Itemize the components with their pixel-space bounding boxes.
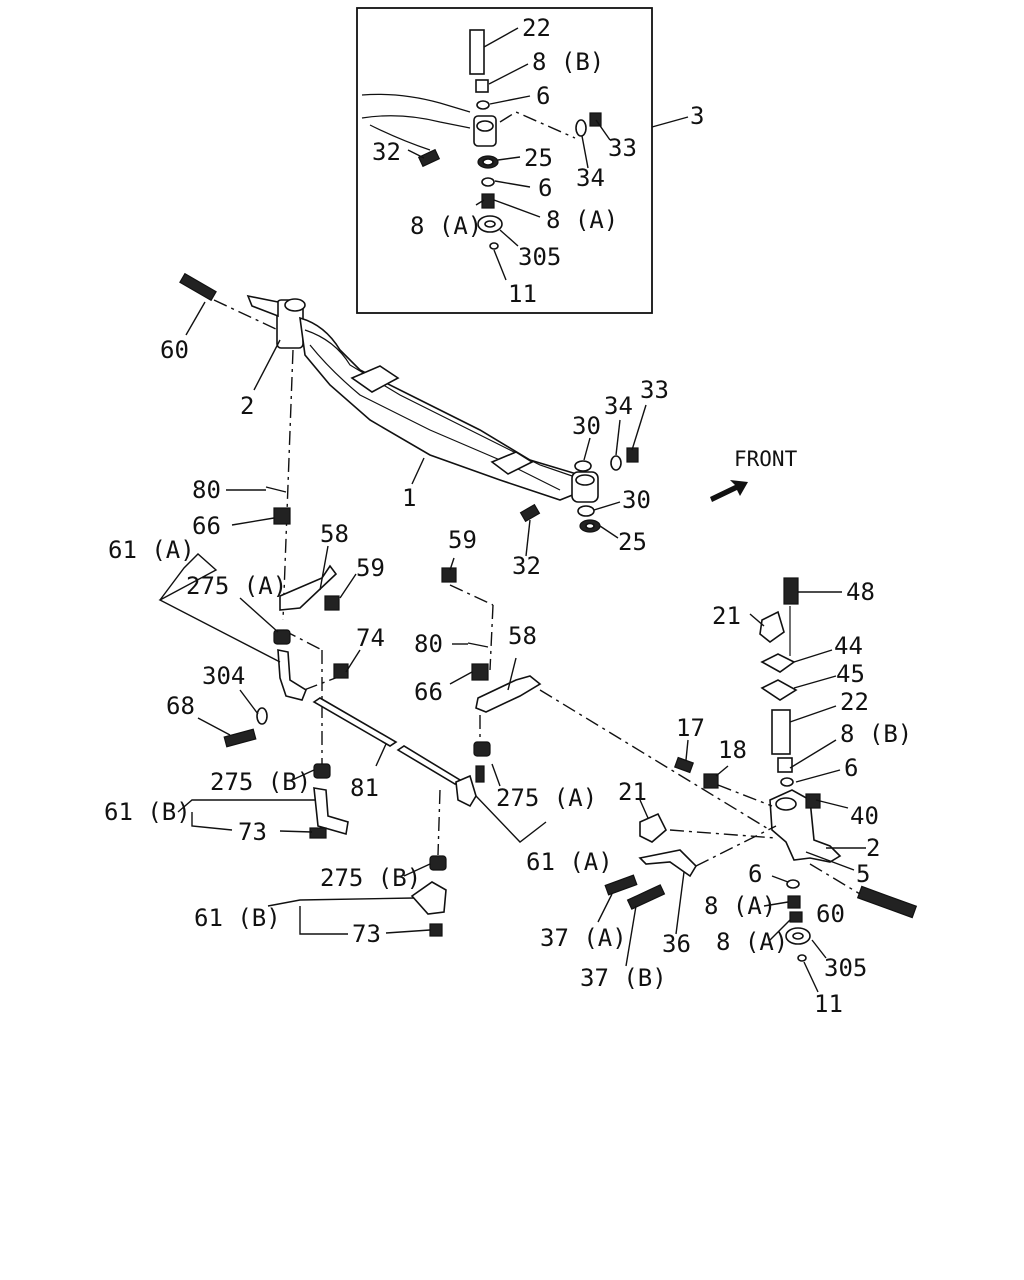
label-304: 304 [202,662,245,690]
callout-labels: 22 8 (B) 6 32 25 34 33 6 8 (A) 8 (A) 305… [104,14,912,1018]
label-275a-left: 275 (A) [186,572,287,600]
label-66-left: 66 [192,512,221,540]
label-37b: 37 (B) [580,964,667,992]
label-17: 17 [676,714,705,742]
label-61b-mid: 61 (B) [194,904,281,932]
label-36: 36 [662,930,691,958]
label-305-inset: 305 [518,243,561,271]
label-34: 34 [604,392,633,420]
label-32-inset: 32 [372,138,401,166]
label-8a-right-b: 8 (A) [716,928,788,956]
label-61b-left: 61 (B) [104,798,191,826]
label-60-right: 60 [816,900,845,928]
label-30-top: 30 [572,412,601,440]
label-6-inset-b: 6 [538,174,552,202]
label-8b-inset: 8 (B) [532,48,604,76]
label-11-inset: 11 [508,280,537,308]
label-33: 33 [640,376,669,404]
label-2-right: 2 [866,834,880,862]
label-8b: 8 (B) [840,720,912,748]
label-6-right-a: 6 [844,754,858,782]
label-25-inset: 25 [524,144,553,172]
label-6-right-b: 6 [748,860,762,888]
label-32: 32 [512,552,541,580]
label-21-low: 21 [618,778,647,806]
label-45: 45 [836,660,865,688]
label-8a-inset-left: 8 (A) [410,212,482,240]
label-80-left: 80 [192,476,221,504]
front-arrow-icon [710,480,748,502]
label-22-inset: 22 [522,14,551,42]
label-48: 48 [846,578,875,606]
label-60-top: 60 [160,336,189,364]
label-3-inset: 3 [690,102,704,130]
label-6-inset-a: 6 [536,82,550,110]
label-25: 25 [618,528,647,556]
inset-frame [356,7,653,314]
front-axle-beam [246,294,599,503]
label-33-inset: 33 [608,134,637,162]
label-81: 81 [350,774,379,802]
label-21-top: 21 [712,602,741,630]
label-58-left: 58 [320,520,349,548]
label-59-left: 59 [356,554,385,582]
front-label: FRONT [734,447,798,471]
label-305: 305 [824,954,867,982]
label-30-bottom: 30 [622,486,651,514]
inset-knuckle-assembly [361,29,602,250]
label-22: 22 [840,688,869,716]
label-1: 1 [402,484,416,512]
label-74: 74 [356,624,385,652]
label-18: 18 [718,736,747,764]
label-40: 40 [850,802,879,830]
bolt-60-top [179,272,279,331]
label-5: 5 [856,860,870,888]
label-275a-mid: 275 (A) [496,784,597,812]
label-275b-mid: 275 (B) [320,864,421,892]
label-8a-right-a: 8 (A) [704,892,776,920]
label-61a-left: 61 (A) [108,536,195,564]
label-34-inset: 34 [576,164,605,192]
label-68: 68 [166,692,195,720]
label-275b-left: 275 (B) [210,768,311,796]
label-11: 11 [814,990,843,1018]
label-8a-inset-right: 8 (A) [546,206,618,234]
label-61a-mid: 61 (A) [526,848,613,876]
label-2-left: 2 [240,392,254,420]
label-37a: 37 (A) [540,924,627,952]
label-58-mid: 58 [508,622,537,650]
label-73-left: 73 [238,818,267,846]
label-73-mid: 73 [352,920,381,948]
label-66-mid: 66 [414,678,443,706]
label-59-mid: 59 [448,526,477,554]
label-44: 44 [834,632,863,660]
label-80-mid: 80 [414,630,443,658]
